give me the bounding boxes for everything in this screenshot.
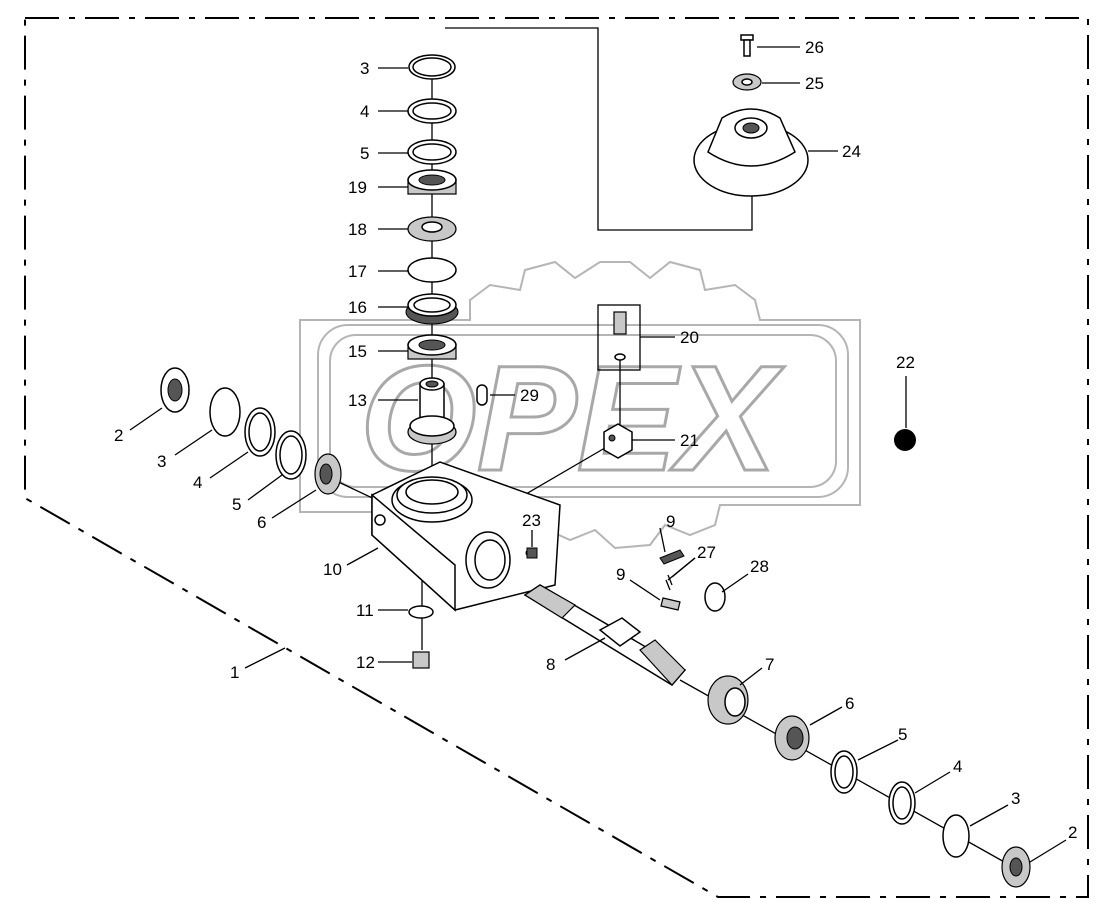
part-8-output-shaft xyxy=(523,584,687,686)
callout-6-left: 6 xyxy=(257,513,266,532)
callout-28: 28 xyxy=(750,557,769,576)
part-2-left-cap xyxy=(160,367,190,413)
callout-2-left: 2 xyxy=(114,426,123,445)
callout-2-right: 2 xyxy=(1068,823,1077,842)
callout-29: 29 xyxy=(520,386,539,405)
callout-26: 26 xyxy=(805,38,824,57)
callout-4-top: 4 xyxy=(360,102,369,121)
part-6-left-bearing xyxy=(314,453,342,495)
callout-4-left: 4 xyxy=(193,473,202,492)
callout-5-left: 5 xyxy=(232,495,241,514)
callout-4-right: 4 xyxy=(953,757,962,776)
part-3-left-circlip xyxy=(209,387,241,437)
part-25-washer xyxy=(732,73,762,91)
callout-27: 27 xyxy=(697,543,716,562)
callout-9-upper: 9 xyxy=(666,512,675,531)
part-19-bearing xyxy=(407,169,457,195)
part-6-right-bearing xyxy=(774,715,810,761)
part-5-left-shim xyxy=(275,430,307,480)
callout-21: 21 xyxy=(680,431,699,450)
callout-13: 13 xyxy=(348,391,367,410)
callout-17: 17 xyxy=(348,262,367,281)
leader-lines xyxy=(129,46,1067,863)
part-2-right-cap xyxy=(1001,846,1031,888)
callout-10: 10 xyxy=(323,560,342,579)
part-28-circlip xyxy=(704,582,726,612)
part-27-pins xyxy=(665,574,673,591)
part-9-key-b xyxy=(660,597,681,611)
callout-23: 23 xyxy=(522,511,541,530)
part-7-bevel-gear xyxy=(707,675,749,725)
callout-1: 1 xyxy=(230,663,239,682)
part-5-right-shim xyxy=(830,750,858,794)
part-5-top-shim xyxy=(407,139,457,165)
part-16-seal xyxy=(405,293,459,325)
part-11-washer xyxy=(408,605,434,619)
callout-24: 24 xyxy=(842,142,861,161)
callout-25: 25 xyxy=(805,74,824,93)
part-4-right-shim xyxy=(888,781,916,825)
part-15-bearing xyxy=(407,334,457,360)
part-4-top-shim xyxy=(407,98,457,124)
part-3-top-circlip xyxy=(408,54,456,80)
callout-6-right: 6 xyxy=(845,694,854,713)
callout-5-top: 5 xyxy=(360,144,369,163)
callout-11: 11 xyxy=(356,601,374,620)
part-9-key-a xyxy=(659,549,685,565)
part-12-drain-plug xyxy=(412,651,430,669)
callout-7: 7 xyxy=(765,655,774,674)
callout-16: 16 xyxy=(348,298,367,317)
part-22-dot xyxy=(894,429,916,451)
part-26-screw xyxy=(740,34,754,57)
callout-3-top: 3 xyxy=(360,59,369,78)
callout-9-lower: 9 xyxy=(616,565,625,584)
part-29-key xyxy=(476,384,488,406)
callout-3-left: 3 xyxy=(157,452,166,471)
part-13-pinion-shaft xyxy=(407,377,457,445)
callout-18: 18 xyxy=(348,220,367,239)
callout-3-right: 3 xyxy=(1011,789,1020,808)
part-24-cover xyxy=(693,108,809,197)
callout-5-right: 5 xyxy=(898,725,907,744)
part-21-elbow xyxy=(603,423,633,459)
callout-22: 22 xyxy=(896,353,915,372)
part-23-plug xyxy=(526,547,538,559)
callout-12: 12 xyxy=(356,653,375,672)
callout-19: 19 xyxy=(348,178,367,197)
part-4-left-shim xyxy=(244,407,276,457)
callout-8: 8 xyxy=(546,655,555,674)
part-10-gearbox-housing xyxy=(371,461,561,612)
callout-15: 15 xyxy=(348,342,367,361)
part-18-spacer xyxy=(407,216,457,242)
callout-20: 20 xyxy=(680,328,699,347)
callout-labels: 3 4 5 19 18 17 16 15 13 29 20 21 22 26 2… xyxy=(114,38,1077,842)
part-3-right-circlip xyxy=(942,814,970,858)
part-17-oring xyxy=(407,257,457,283)
assembly-frame xyxy=(24,17,1089,898)
